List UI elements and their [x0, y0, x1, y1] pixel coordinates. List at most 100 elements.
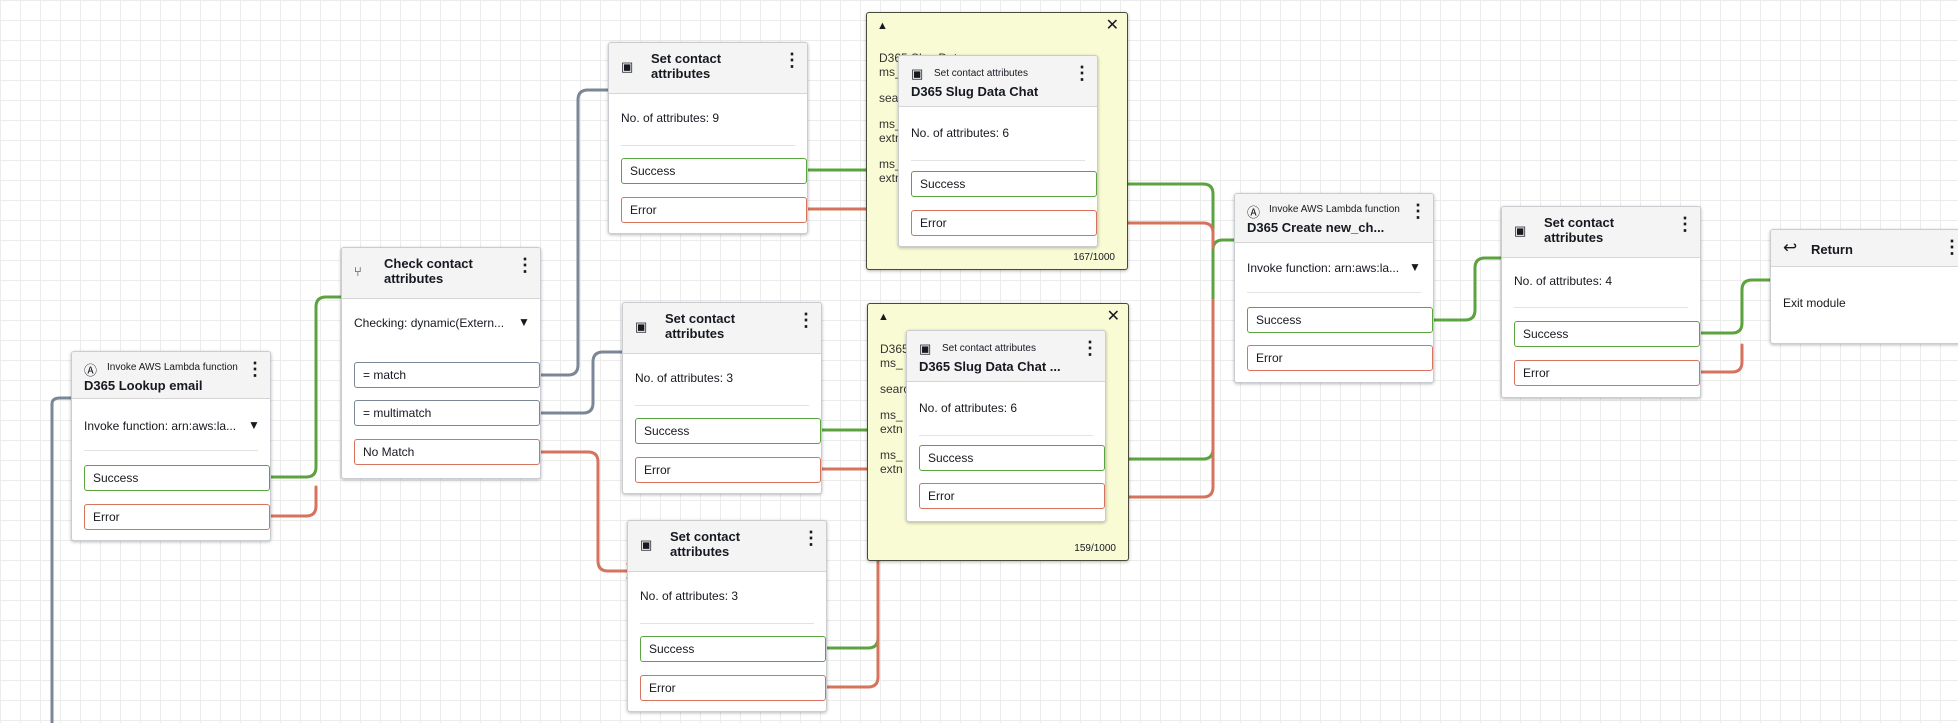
note-line: ms_ — [880, 408, 903, 422]
block-check-contact-attributes[interactable]: ⑂ Check contact attributes ⋮ Checking: d… — [341, 247, 541, 479]
lambda-icon: Ⓐ — [84, 363, 98, 378]
block-parameter: Invoke function: arn:aws:la... — [1247, 261, 1400, 275]
divider — [911, 160, 1085, 161]
block-parameter: Invoke function: arn:aws:la... — [84, 419, 237, 433]
block-set-contact-attributes-4[interactable]: ▣ Set contact attributes ⋮ No. of attrib… — [1501, 206, 1701, 398]
more-options-icon[interactable]: ⋮ — [1073, 63, 1091, 83]
block-header: ↩ Return ⋮ — [1771, 230, 1958, 267]
contact-card-icon: ▣ — [635, 319, 648, 334]
block-header: Ⓐ Invoke AWS Lambda function D365 Create… — [1235, 194, 1433, 243]
connection-set4-success — [1698, 271, 1782, 335]
divider — [84, 450, 258, 451]
note-line: ms_ — [880, 356, 903, 370]
success-port[interactable]: Success — [640, 636, 826, 662]
close-icon[interactable]: ✕ — [1105, 17, 1119, 34]
block-type: Set contact attributes — [942, 343, 1036, 354]
block-header: Ⓐ Invoke AWS Lambda function D365 Lookup… — [72, 352, 270, 399]
error-port[interactable]: Error — [621, 197, 807, 223]
error-port[interactable]: Error — [84, 504, 270, 530]
block-slug-data-chat[interactable]: ▣ Set contact attributes D365 Slug Data … — [898, 55, 1098, 247]
note-line: ms_ — [880, 448, 903, 462]
chevron-down-icon[interactable]: ▼ — [518, 315, 530, 329]
error-port[interactable]: Error — [919, 483, 1105, 509]
more-options-icon[interactable]: ⋮ — [1943, 238, 1958, 256]
block-parameter: No. of attributes: 6 — [911, 126, 1010, 140]
success-port[interactable]: Success — [621, 158, 807, 184]
success-port[interactable]: Success — [1247, 307, 1433, 333]
more-options-icon[interactable]: ⋮ — [246, 359, 264, 379]
note-line: extn — [879, 171, 902, 185]
note-line: D365 — [880, 342, 909, 356]
note-line: searc — [880, 382, 910, 396]
block-header: ⑂ Check contact attributes ⋮ — [342, 248, 540, 299]
more-options-icon[interactable]: ⋮ — [516, 255, 534, 275]
block-set-contact-attributes-3[interactable]: ▣ Set contact attributes ⋮ No. of attrib… — [627, 520, 827, 712]
success-port[interactable]: Success — [919, 445, 1105, 471]
block-name: D365 Create new_ch... — [1247, 220, 1385, 235]
success-port[interactable]: Success — [635, 418, 821, 444]
contact-card-icon: ▣ — [640, 537, 653, 552]
chevron-down-icon[interactable]: ▼ — [248, 418, 260, 432]
block-type: Invoke AWS Lambda function — [107, 362, 238, 373]
block-parameter: No. of attributes: 3 — [635, 371, 734, 385]
note-line: extn — [880, 422, 903, 436]
success-port[interactable]: Success — [1514, 321, 1700, 347]
block-lookup-email[interactable]: Ⓐ Invoke AWS Lambda function D365 Lookup… — [71, 351, 271, 541]
contact-card-icon: ▣ — [919, 341, 932, 356]
no-match-port[interactable]: No Match — [354, 439, 540, 465]
block-header: ▣ Set contact attributes ⋮ — [623, 303, 821, 354]
condition-multimatch-port[interactable]: = multimatch — [354, 400, 540, 426]
chevron-down-icon[interactable]: ▼ — [1409, 260, 1421, 274]
character-count: 159/1000 — [1074, 543, 1116, 554]
block-header: ▣ Set contact attributes ⋮ — [609, 43, 807, 94]
connection-set4-error — [1698, 343, 1744, 374]
condition-match-port[interactable]: = match — [354, 362, 540, 388]
block-title: Check contact attributes — [384, 256, 473, 286]
more-options-icon[interactable]: ⋮ — [1676, 214, 1694, 234]
error-port[interactable]: Error — [1514, 360, 1700, 386]
error-port[interactable]: Error — [635, 457, 821, 483]
divider — [919, 435, 1093, 436]
success-port[interactable]: Success — [84, 465, 270, 491]
more-options-icon[interactable]: ⋮ — [1081, 338, 1099, 358]
block-slug-data-chat-2[interactable]: ▣ Set contact attributes D365 Slug Data … — [906, 330, 1106, 522]
error-port[interactable]: Error — [911, 210, 1097, 236]
divider — [1247, 292, 1421, 293]
branch-icon: ⑂ — [354, 264, 362, 279]
block-parameter: No. of attributes: 4 — [1514, 274, 1613, 288]
lambda-icon: Ⓐ — [1247, 205, 1261, 220]
block-name: D365 Slug Data Chat ... — [919, 359, 1061, 374]
more-options-icon[interactable]: ⋮ — [783, 50, 801, 70]
block-header: ▣ Set contact attributes ⋮ — [1502, 207, 1700, 258]
block-name: D365 Lookup email — [84, 378, 203, 393]
more-options-icon[interactable]: ⋮ — [797, 310, 815, 330]
divider — [1514, 307, 1688, 308]
divider — [640, 623, 814, 624]
divider — [635, 405, 809, 406]
note-line: ms_ — [879, 157, 902, 171]
connection-set3-error — [824, 478, 880, 689]
close-icon[interactable]: ✕ — [1106, 308, 1120, 325]
collapse-triangle-icon[interactable]: ▲ — [877, 20, 888, 32]
block-title: Set contact attributes — [665, 311, 736, 341]
block-type: Invoke AWS Lambda function — [1269, 204, 1400, 215]
block-set-contact-attributes-1[interactable]: ▣ Set contact attributes ⋮ No. of attrib… — [608, 42, 808, 234]
block-parameter: Checking: dynamic(Extern... — [354, 316, 505, 330]
block-parameter: Exit module — [1783, 296, 1846, 310]
block-parameter: No. of attributes: 3 — [640, 589, 739, 603]
block-parameter: No. of attributes: 9 — [621, 111, 720, 125]
character-count: 167/1000 — [1073, 252, 1115, 263]
block-set-contact-attributes-2[interactable]: ▣ Set contact attributes ⋮ No. of attrib… — [622, 302, 822, 494]
success-port[interactable]: Success — [911, 171, 1097, 197]
note-line: extn — [879, 131, 902, 145]
collapse-triangle-icon[interactable]: ▲ — [878, 311, 889, 323]
block-create-new-chat[interactable]: Ⓐ Invoke AWS Lambda function D365 Create… — [1234, 193, 1434, 383]
note-line: ms_ — [879, 117, 902, 131]
error-port[interactable]: Error — [1247, 345, 1433, 371]
block-type: Set contact attributes — [934, 68, 1028, 79]
block-header: ▣ Set contact attributes D365 Slug Data … — [907, 331, 1105, 382]
more-options-icon[interactable]: ⋮ — [1409, 201, 1427, 221]
error-port[interactable]: Error — [640, 675, 826, 701]
block-return[interactable]: ↩ Return ⋮ Exit module — [1770, 229, 1958, 344]
more-options-icon[interactable]: ⋮ — [802, 528, 820, 548]
